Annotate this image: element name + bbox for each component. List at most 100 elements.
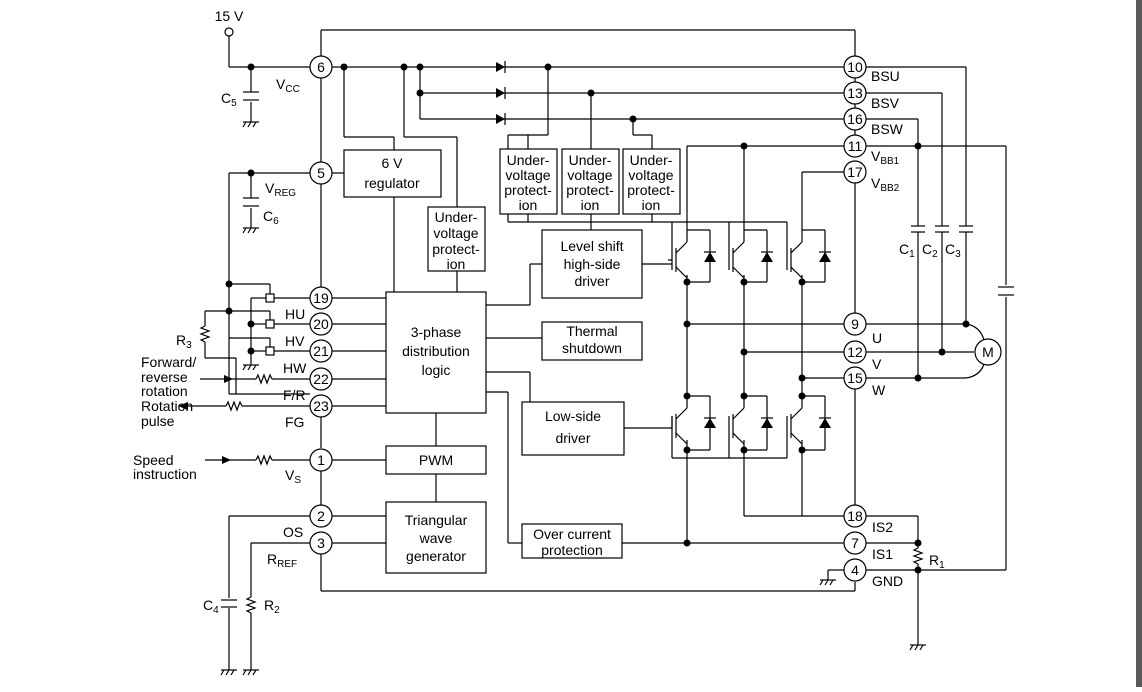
pins-right: 10 13 16 11 17 9 12 15 18 7 4	[843, 55, 867, 582]
ground-icon	[242, 121, 259, 128]
c5-label: C5	[221, 90, 237, 109]
triangular-wave-block: Triangular wave generator	[385, 501, 487, 574]
resistor-fr-icon	[255, 373, 273, 385]
vs-label: VS	[285, 467, 301, 486]
igbt-low-v-icon	[728, 390, 773, 451]
svg-text:Level shift: Level shift	[560, 238, 623, 254]
svg-text:shutdown: shutdown	[562, 340, 622, 356]
uvlo-main-block: Under- voltage protect- ion	[427, 206, 486, 272]
svg-text:Forward/: Forward/	[141, 354, 196, 370]
svg-text:Speed: Speed	[133, 452, 173, 468]
pin-3: 3	[309, 531, 333, 555]
capacitor-c3-icon	[959, 225, 973, 233]
svg-text:12: 12	[847, 344, 863, 360]
pin-4: 4	[843, 558, 867, 582]
pin-6: 6	[309, 55, 333, 79]
svg-text:16: 16	[847, 111, 863, 127]
svg-text:9: 9	[851, 316, 859, 332]
ground-symbols	[220, 121, 926, 676]
ground-icon	[819, 579, 836, 586]
svg-text:11: 11	[848, 138, 863, 154]
capacitor-c5-icon	[243, 91, 259, 101]
c6-label: C6	[263, 208, 279, 227]
svg-text:IS2: IS2	[872, 519, 893, 535]
over-current-block: Over current protection	[521, 523, 623, 559]
svg-text:PWM: PWM	[419, 452, 453, 468]
svg-text:protect-: protect-	[566, 182, 614, 198]
svg-text:3: 3	[317, 535, 325, 551]
thermal-shutdown-block: Thermal shutdown	[541, 321, 643, 361]
capacitor-c2-icon	[935, 225, 949, 233]
svg-text:instruction: instruction	[133, 466, 197, 482]
pin-12: 12	[843, 340, 867, 364]
pin-1: 1	[309, 448, 333, 472]
bootstrap-diodes	[496, 61, 506, 125]
svg-text:22: 22	[313, 371, 329, 387]
window-edge	[1136, 0, 1142, 687]
svg-text:Low-side: Low-side	[545, 408, 601, 424]
svg-text:VBB2: VBB2	[871, 175, 900, 194]
svg-text:Under-: Under-	[569, 152, 612, 168]
svg-text:driver: driver	[574, 273, 609, 289]
igbt-high-w-icon	[786, 229, 831, 283]
svg-text:U: U	[872, 330, 882, 346]
pin-17: 17	[843, 160, 867, 184]
ground-icon	[242, 364, 259, 371]
hv-label: HV	[285, 333, 305, 349]
svg-text:V: V	[872, 356, 882, 372]
igbt-high-u-icon	[668, 229, 716, 283]
svg-text:C3: C3	[945, 241, 961, 260]
c4-label: C4	[203, 597, 219, 616]
low-side-driver-block: Low-side driver	[521, 401, 625, 456]
pin-10: 10	[843, 55, 867, 79]
pwm-block: PWM	[385, 445, 487, 475]
hall-inputs	[265, 293, 275, 356]
diode-icon	[496, 88, 505, 98]
pin-21: 21	[309, 339, 333, 363]
svg-text:23: 23	[313, 398, 329, 414]
resistor-vs-icon	[255, 454, 273, 466]
svg-text:Under-: Under-	[435, 209, 478, 225]
pin-11: 11	[843, 134, 867, 158]
supply-label: 15 V	[215, 8, 244, 24]
resistor-r2-icon	[245, 596, 257, 614]
vreg-label: VREG	[265, 180, 296, 199]
svg-text:logic: logic	[422, 362, 451, 378]
svg-text:Under-: Under-	[507, 152, 550, 168]
level-shift-block: Level shift high-side driver	[541, 229, 643, 299]
igbt-low-u-icon	[671, 390, 716, 451]
supply-terminal-icon	[224, 27, 234, 37]
capacitor-c1-icon	[911, 225, 925, 233]
svg-text:Thermal: Thermal	[566, 323, 617, 339]
svg-text:Triangular: Triangular	[405, 512, 468, 528]
pin-7: 7	[843, 531, 867, 555]
svg-text:ion: ion	[642, 197, 661, 213]
svg-text:R1: R1	[929, 552, 945, 571]
svg-text:18: 18	[847, 508, 863, 524]
svg-text:BSU: BSU	[871, 68, 900, 84]
svg-text:6: 6	[317, 59, 325, 75]
svg-text:ion: ion	[447, 256, 466, 272]
svg-text:driver: driver	[555, 430, 590, 446]
igbt-low-w-icon	[786, 390, 831, 451]
svg-text:IS1: IS1	[872, 546, 893, 562]
pin-15: 15	[843, 366, 867, 390]
vcc-label: VCC	[276, 76, 300, 95]
fg-label: FG	[285, 414, 304, 430]
hu-label: HU	[285, 306, 305, 322]
ground-icon	[242, 227, 259, 234]
pins-left: 6 5 19 20 21 22 23 1 2 3	[309, 55, 333, 555]
svg-text:4: 4	[851, 562, 859, 578]
regulator-block: 6 V regulator	[343, 149, 442, 198]
distribution-logic-block: 3-phase distribution logic	[385, 291, 487, 414]
junction-dots	[225, 63, 970, 574]
svg-text:reverse: reverse	[141, 369, 188, 385]
regulator-line2: regulator	[364, 175, 420, 191]
svg-text:W: W	[872, 382, 886, 398]
hw-label: HW	[283, 360, 307, 376]
svg-text:7: 7	[851, 535, 859, 551]
svg-text:protect-: protect-	[504, 182, 552, 198]
diode-icon	[496, 114, 505, 124]
r2-label: R2	[264, 597, 280, 616]
